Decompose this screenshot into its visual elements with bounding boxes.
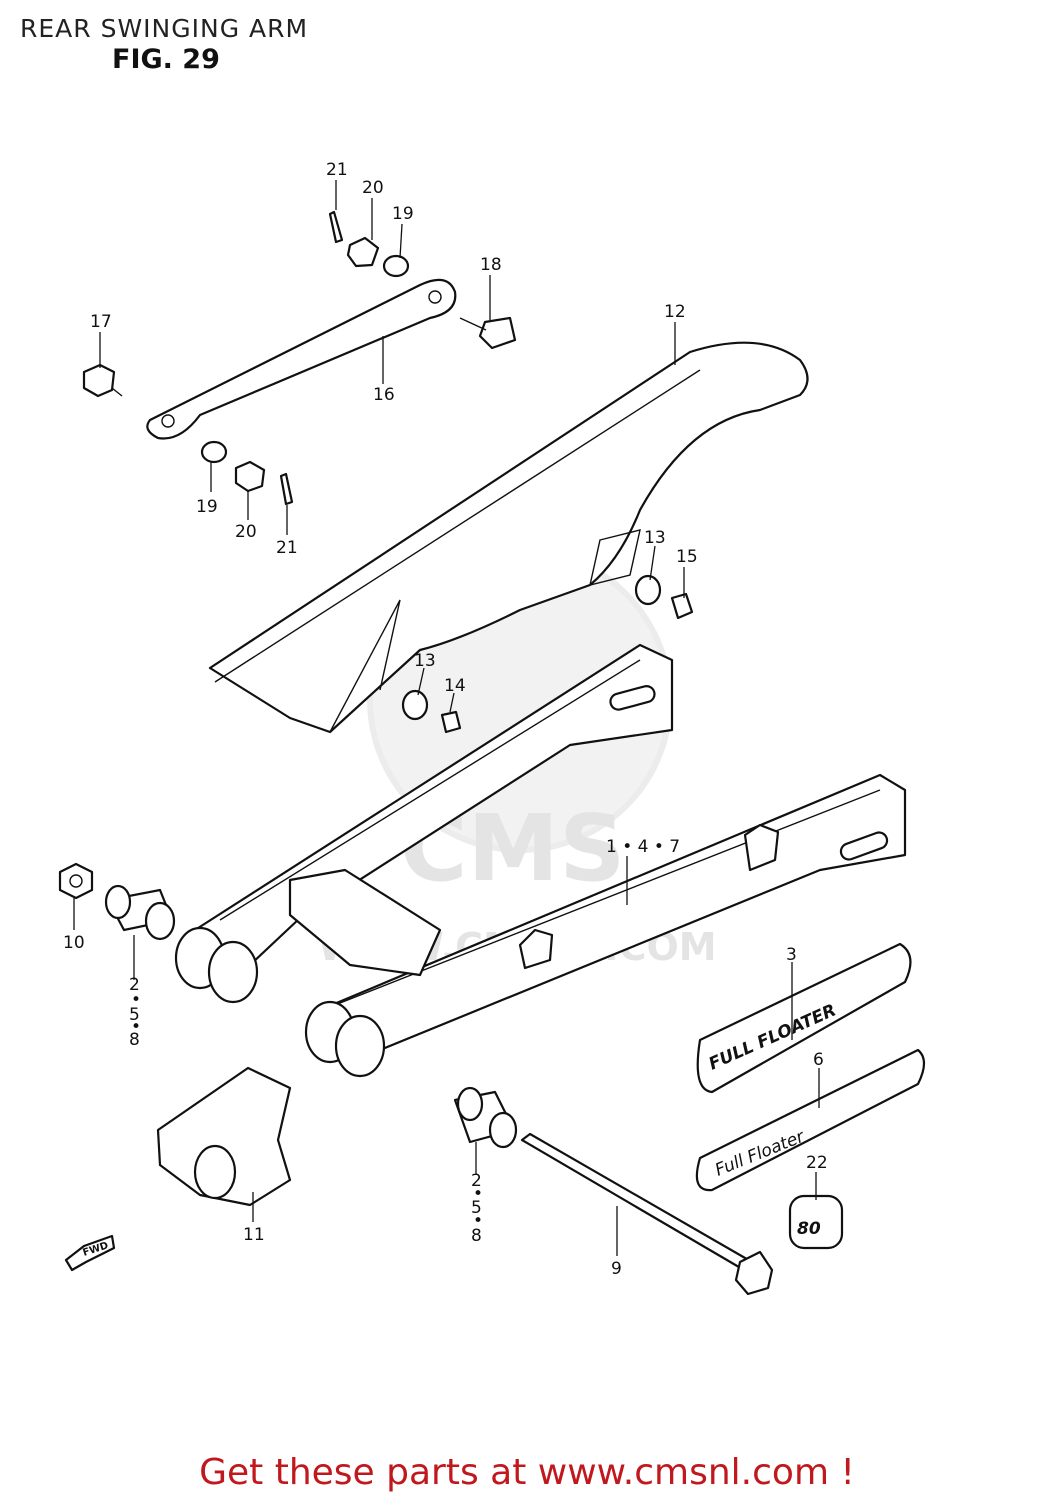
callout-13a: 13 [644, 528, 666, 548]
torque-rod [146, 278, 457, 440]
hardware [58, 210, 694, 900]
callout-2-5-8a-2: 2 [129, 975, 140, 995]
callout-19b: 19 [196, 497, 218, 517]
callout-11: 11 [243, 1225, 265, 1245]
footer-cta-link[interactable]: Get these parts at www.cmsnl.com ! [199, 1452, 855, 1493]
callout-12: 12 [664, 302, 686, 322]
forward-direction-badge: FWD [64, 1234, 116, 1272]
callout-3: 3 [786, 945, 797, 965]
callout-2-5-8a-5: 5 [129, 1005, 140, 1025]
decal-80: 80 [788, 1194, 844, 1250]
chain-case [208, 341, 809, 734]
callout-2-5-8b-5: 5 [471, 1198, 482, 1218]
svg-text:80: 80 [797, 1219, 821, 1239]
exploded-view-drawing: CMS WWW.CMSNL.COM [58, 160, 926, 1296]
callout-9: 9 [611, 1259, 622, 1279]
callout-10: 10 [63, 933, 85, 953]
callout-2-5-8a-8: 8 [129, 1030, 140, 1050]
callout-20b: 20 [235, 522, 257, 542]
callout-2-5-8a-dot1: • [131, 990, 141, 1010]
callout-2-5-8b-dot2: • [473, 1211, 483, 1231]
callout-15: 15 [676, 547, 698, 567]
callout-14: 14 [444, 676, 466, 696]
callout-13b: 13 [414, 651, 436, 671]
callout-2-5-8b-dot1: • [473, 1184, 483, 1204]
callout-2-5-8a-dot2: • [131, 1017, 141, 1037]
leader-lines [73, 180, 820, 1256]
callout-labels: 21 20 19 18 17 16 12 19 20 21 13 15 13 1… [63, 160, 828, 1279]
callout-1-4-7: 1 • 4 • 7 [606, 837, 680, 857]
callout-6: 6 [813, 1050, 824, 1070]
callout-17: 17 [90, 312, 112, 332]
chain-guide [156, 1066, 292, 1207]
diagram-title: REAR SWINGING ARM [20, 14, 309, 43]
callout-21b: 21 [276, 538, 298, 558]
swing-arm [174, 643, 907, 1078]
callout-22: 22 [806, 1153, 828, 1173]
bushings [104, 884, 518, 1149]
callout-20a: 20 [362, 178, 384, 198]
callout-16: 16 [373, 385, 395, 405]
figure-number: FIG. 29 [112, 44, 220, 75]
pivot-axle [520, 1132, 774, 1296]
callout-21a: 21 [326, 160, 348, 180]
callout-18: 18 [480, 255, 502, 275]
callout-2-5-8b-8: 8 [471, 1226, 482, 1246]
callout-19a: 19 [392, 204, 414, 224]
callout-2-5-8b-2: 2 [471, 1171, 482, 1191]
